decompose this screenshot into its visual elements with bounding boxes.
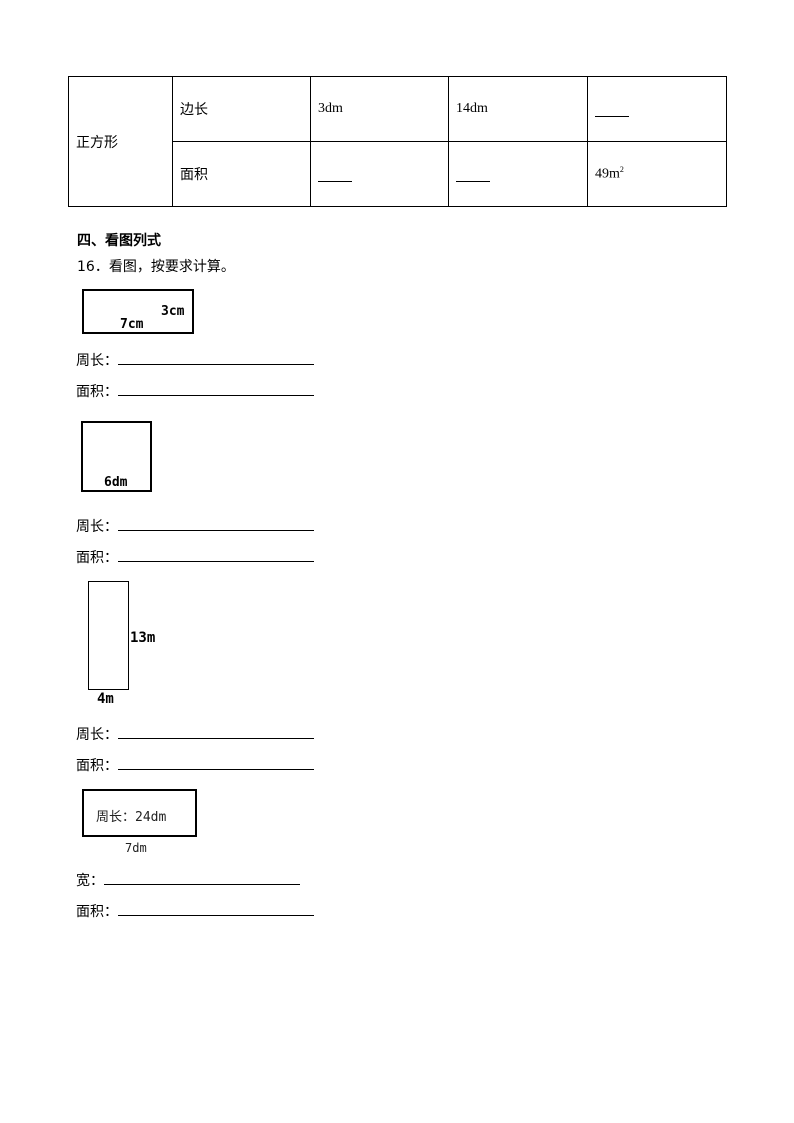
area-label: 面积 <box>172 141 311 207</box>
answer-blank[interactable] <box>595 102 629 117</box>
figure-4-width-label: 7dm <box>125 841 147 855</box>
rectangle-figure-4 <box>82 789 197 837</box>
figure-2-perimeter-label: 周长： <box>76 519 118 535</box>
area-value-3: 49m2 <box>587 141 727 207</box>
figure-4-inner-text: 周长：24dm <box>96 810 167 825</box>
figure-4-area-label: 面积： <box>76 904 118 920</box>
figure-1-width-label: 7cm <box>120 317 144 332</box>
figure-3-width-label: 4m <box>97 691 114 707</box>
square-figure-2 <box>81 421 152 492</box>
side-value-2: 14dm <box>448 76 588 142</box>
side-value-1: 3dm <box>310 76 449 142</box>
figure-2-area-answer-line[interactable] <box>118 561 314 562</box>
question-16: 16．看图，按要求计算。 <box>77 259 235 275</box>
figure-1-perimeter-label: 周长： <box>76 353 118 369</box>
figure-2-side-label: 6dm <box>104 475 128 490</box>
figure-3-area-answer-line[interactable] <box>118 769 314 770</box>
figure-3-perimeter-answer-line[interactable] <box>118 738 314 739</box>
figure-2-perimeter-answer-line[interactable] <box>118 530 314 531</box>
figure-3-perimeter-label: 周长： <box>76 727 118 743</box>
side-value-3-blank[interactable] <box>587 76 727 142</box>
section-heading: 四、看图列式 <box>77 233 161 249</box>
answer-blank[interactable] <box>318 167 352 182</box>
area-unit-exponent: 2 <box>619 165 624 175</box>
rectangle-figure-1 <box>82 289 194 334</box>
figure-1-perimeter-answer-line[interactable] <box>118 364 314 365</box>
area-value-1-blank[interactable] <box>310 141 449 207</box>
row-header-square: 正方形 <box>68 76 173 207</box>
side-length-label: 边长 <box>172 76 311 142</box>
square-table: 正方形 边长 3dm 14dm 面积 49m2 <box>68 76 727 207</box>
figure-3-height-label: 13m <box>130 630 156 646</box>
figure-2-area-label: 面积： <box>76 550 118 566</box>
figure-1-height-label: 3cm <box>161 304 185 319</box>
figure-4-width-answer-line[interactable] <box>104 884 300 885</box>
answer-blank[interactable] <box>456 167 490 182</box>
area-value-3-text: 49m <box>595 166 620 182</box>
rectangle-figure-3 <box>88 581 129 690</box>
figure-4-width-answer-label: 宽： <box>76 873 104 889</box>
figure-1-area-answer-line[interactable] <box>118 395 314 396</box>
figure-3-area-label: 面积： <box>76 758 118 774</box>
figure-1-area-label: 面积： <box>76 384 118 400</box>
figure-4-area-answer-line[interactable] <box>118 915 314 916</box>
area-value-2-blank[interactable] <box>448 141 588 207</box>
